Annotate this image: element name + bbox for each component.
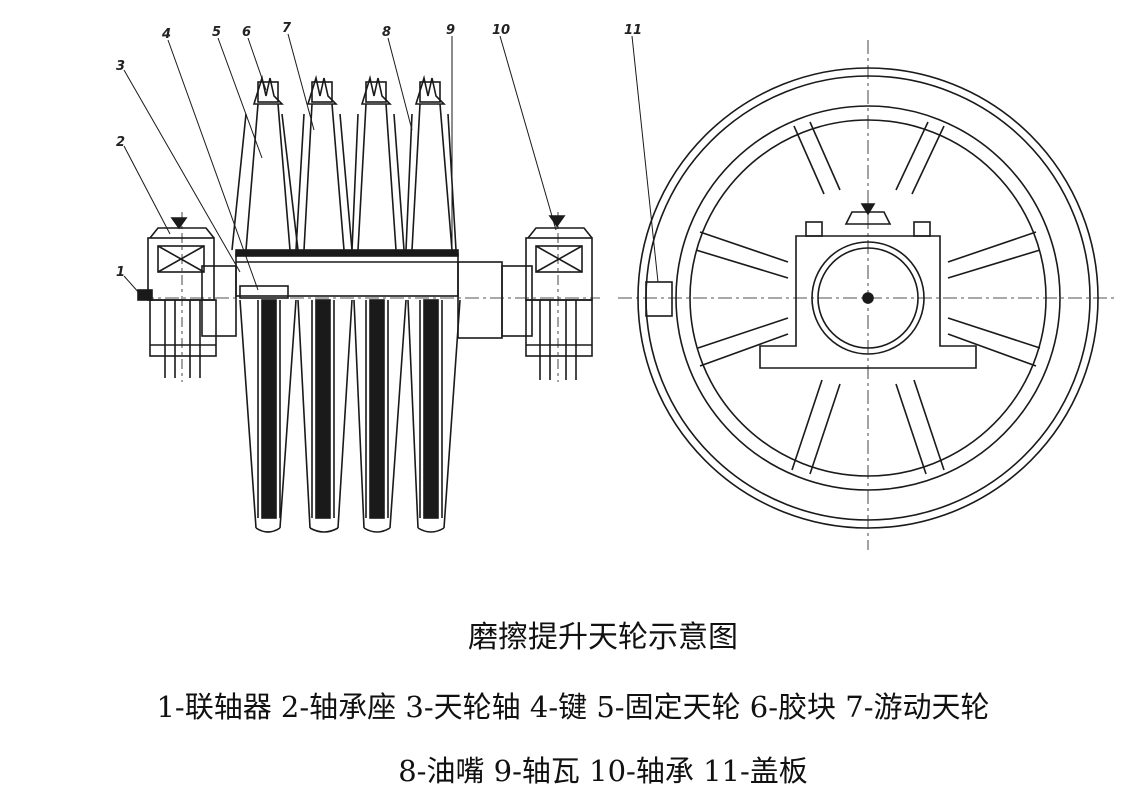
- sheave-4: [405, 74, 461, 533]
- main-shaft: [235, 249, 533, 339]
- callout-7: 7: [282, 21, 292, 36]
- callout-8: 8: [382, 25, 391, 40]
- sheave-3: [351, 74, 407, 533]
- spokes: [695, 121, 1041, 475]
- right-bearing-housing: [525, 215, 593, 380]
- legend-line-1: 1-联轴器 2-轴承座 3-天轮轴 4-键 5-固定天轮 6-胶块 7-游动天轮: [156, 690, 990, 724]
- callout-4: 4: [161, 27, 171, 42]
- callout-1: 1: [116, 265, 125, 280]
- callout-leaders: [123, 33, 659, 295]
- figure-title: 磨擦提升天轮示意图: [468, 620, 738, 655]
- front-view: [618, 40, 1116, 550]
- coupling: [137, 265, 237, 337]
- cover-plate: [645, 281, 673, 317]
- callout-3: 3: [116, 59, 125, 74]
- callout-5: 5: [212, 25, 221, 40]
- callout-11: 11: [624, 23, 642, 38]
- sheave-2: [295, 74, 353, 533]
- callout-10: 10: [492, 23, 510, 38]
- side-view: [137, 74, 600, 533]
- callout-9: 9: [446, 23, 455, 38]
- callout-numbers: 1 2 3 4 5 6 7 8 9 10 11: [116, 21, 642, 280]
- callout-6: 6: [242, 25, 251, 40]
- sheave-1: [231, 74, 299, 533]
- legend-line-2: 8-油嘴 9-轴瓦 10-轴承 11-盖板: [398, 754, 808, 788]
- callout-2: 2: [116, 135, 125, 150]
- mechanical-drawing: 1 2 3 4 5 6 7 8 9 10 11: [116, 21, 1116, 550]
